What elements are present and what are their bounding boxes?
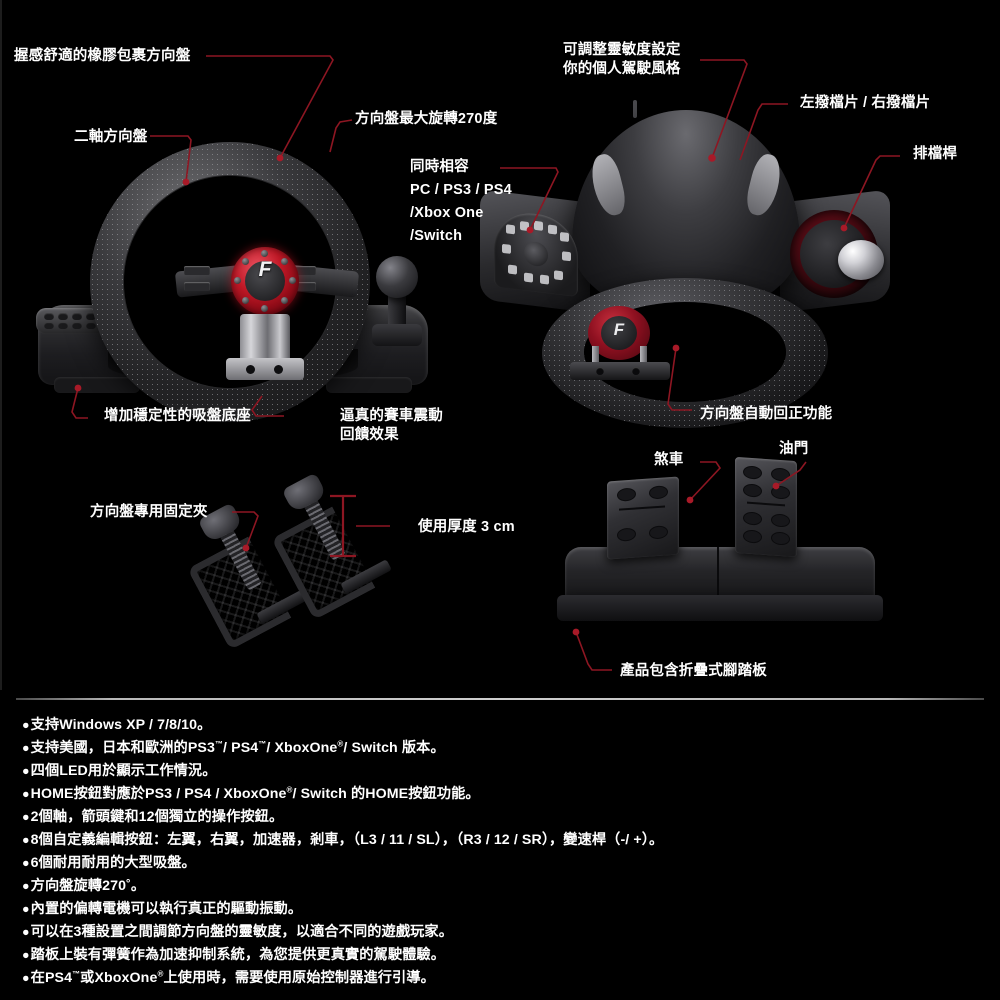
- callout-vibration: 逼真的賽車震動 回饋效果: [340, 408, 443, 444]
- callout-compatibility-line3: /Switch: [410, 228, 463, 244]
- racing-wheel-front-image: F: [18, 140, 448, 422]
- rear-column-post-right: [640, 346, 647, 368]
- spec-item: ●四個LED用於顯示工作情況。: [22, 764, 982, 778]
- wheel-column-neck: [240, 314, 290, 366]
- wheel-column-plate: [226, 358, 304, 380]
- brand-logo-front: F: [258, 258, 272, 281]
- bullet-icon: ●: [22, 786, 30, 801]
- spec-item-text: 可以在3種設置之間調節方向盤的靈敏度，以適合不同的遊戲玩家。: [30, 923, 453, 940]
- rear-column-plate: [570, 362, 670, 380]
- spec-item: ●支持美國，日本和歐洲的PS3™/ PS4™/ XboxOne®/ Switch…: [22, 739, 982, 756]
- bullet-icon: ●: [22, 763, 30, 778]
- section-divider: [16, 698, 984, 700]
- rear-column-post-left: [592, 346, 599, 368]
- trademark-mark: ®: [337, 739, 344, 749]
- wheel-button-r1: [290, 266, 316, 275]
- hood-antenna: [633, 100, 637, 118]
- callout-compatibility-line2: /Xbox One: [410, 205, 484, 221]
- left-edge-strip: [0, 0, 2, 690]
- pedal-base-seam: [717, 547, 719, 605]
- bullet-icon: ●: [22, 832, 30, 847]
- spec-item-text: 內置的偏轉電機可以執行真正的驅動振動。: [30, 900, 303, 917]
- bullet-icon: ●: [22, 878, 30, 893]
- callout-paddles: 左撥檔片 / 右撥檔片: [800, 95, 931, 111]
- spec-item-text: 四個LED用於顯示工作情況。: [30, 762, 217, 779]
- callout-brake: 煞車: [654, 452, 684, 468]
- wheel-button-l1: [184, 266, 210, 275]
- hub-inner-disc: [245, 261, 285, 301]
- spec-item-text: HOME按鈕對應於PS3 / PS4 / XboxOne®/ Switch 的H…: [30, 785, 480, 802]
- chrome-shift-knob: [838, 240, 884, 280]
- spec-item: ●支持Windows XP / 7/8/10。: [22, 718, 982, 732]
- spec-item: ●踏板上裝有彈簧作為加速抑制系統，為您提供更真實的駕駛體驗。: [22, 946, 982, 963]
- bullet-icon: ●: [22, 718, 30, 732]
- bullet-icon: ●: [22, 947, 30, 962]
- callout-compatibility-line1: PC / PS3 / PS4: [410, 182, 512, 198]
- spec-item-text: 8個自定義編輯按鈕：左翼，右翼，加速器，剎車，（L3 / 11 / SL），（R…: [30, 831, 664, 848]
- callout-two-axis: 二軸方向盤: [74, 129, 148, 145]
- callout-auto-center: 方向盤自動回正功能: [700, 406, 833, 422]
- callout-compatibility-title: 同時相容: [410, 159, 469, 175]
- suction-foot-right: [326, 377, 412, 393]
- dpad-icon: [524, 240, 548, 268]
- callout-suction-base: 增加穩定性的吸盤底座: [104, 408, 251, 424]
- wheel-button-r2: [290, 282, 316, 291]
- spec-item-text: 踏板上裝有彈簧作為加速抑制系統，為您提供更真實的駕駛體驗。: [30, 946, 445, 963]
- bullet-icon: ●: [22, 855, 30, 870]
- steering-wheel-rim: F: [90, 142, 370, 422]
- spec-item: ●內置的偏轉電機可以執行真正的驅動振動。: [22, 902, 982, 916]
- spec-item: ●可以在3種設置之間調節方向盤的靈敏度，以適合不同的遊戲玩家。: [22, 925, 982, 939]
- spec-item: ●HOME按鈕對應於PS3 / PS4 / XboxOne®/ Switch 的…: [22, 785, 982, 802]
- callout-thickness: 使用厚度 3 cm: [418, 519, 515, 535]
- callout-max-rotation: 方向盤最大旋轉270度: [355, 111, 498, 127]
- shifter-knob: [376, 256, 418, 298]
- spec-item: ●方向盤旋轉270˚。: [22, 879, 982, 893]
- callout-folding-pedals: 產品包含折疊式腳踏板: [620, 663, 767, 679]
- spec-item-text: 6個耐用耐用的大型吸盤。: [30, 854, 196, 871]
- suction-foot-left: [54, 377, 140, 393]
- bullet-icon: ●: [22, 809, 30, 824]
- racing-wheel-rear-image: F: [470, 100, 900, 428]
- wheel-button-l2: [184, 282, 210, 291]
- spec-item: ●6個耐用耐用的大型吸盤。: [22, 856, 982, 870]
- wheel-center-hub: F: [231, 247, 299, 315]
- brake-pedal: [607, 476, 679, 560]
- bullet-icon: ●: [22, 901, 30, 916]
- shifter-shaft: [388, 290, 406, 334]
- spec-item-text: 在PS4™或XboxOne®上使用時，需要使用原始控制器進行引導。: [30, 968, 435, 986]
- callout-clamp: 方向盤專用固定夾: [90, 504, 208, 520]
- spec-item: ●2個軸，箭頭鍵和12個獨立的操作按鈕。: [22, 810, 982, 824]
- pedal-set-image: [557, 455, 885, 660]
- desk-clamp-image: [187, 472, 435, 652]
- spec-item-text: 支持美國，日本和歐洲的PS3™/ PS4™/ XboxOne®/ Switch …: [30, 739, 445, 756]
- brand-logo-rear: F: [613, 320, 625, 339]
- rear-hub-inner: [601, 316, 637, 350]
- bullet-icon: ●: [22, 970, 30, 985]
- trademark-mark: ®: [157, 968, 164, 978]
- spec-item-text: 方向盤旋轉270˚。: [30, 877, 146, 894]
- spec-item: ●8個自定義編輯按鈕：左翼，右翼，加速器，剎車，（L3 / 11 / SL），（…: [22, 833, 982, 847]
- spec-item-text: 2個軸，箭頭鍵和12個獨立的操作按鈕。: [30, 808, 284, 825]
- shifter-boot: [372, 324, 422, 346]
- accelerator-pedal: [735, 456, 797, 558]
- trademark-mark: ™: [72, 968, 81, 978]
- bullet-icon: ●: [22, 924, 30, 939]
- callout-rubber-grip: 握感舒適的橡膠包裹方向盤: [14, 48, 191, 64]
- trademark-mark: ™: [214, 739, 224, 749]
- spec-item: ●在PS4™或XboxOne®上使用時，需要使用原始控制器進行引導。: [22, 968, 982, 986]
- spec-item-text: 支持Windows XP / 7/8/10。: [30, 717, 212, 733]
- callout-sensitivity: 可調整靈敏度設定 你的個人駕駛風格: [563, 42, 681, 78]
- pedal-base-lip: [557, 595, 883, 621]
- callout-gear-lever: 排檔桿: [913, 146, 958, 162]
- trademark-mark: ™: [258, 739, 267, 749]
- specification-list: ●支持Windows XP / 7/8/10。●支持美國，日本和歐洲的PS3™/…: [22, 718, 982, 994]
- bullet-icon: ●: [22, 740, 30, 755]
- callout-accelerator: 油門: [779, 441, 809, 457]
- trademark-mark: ®: [286, 785, 293, 795]
